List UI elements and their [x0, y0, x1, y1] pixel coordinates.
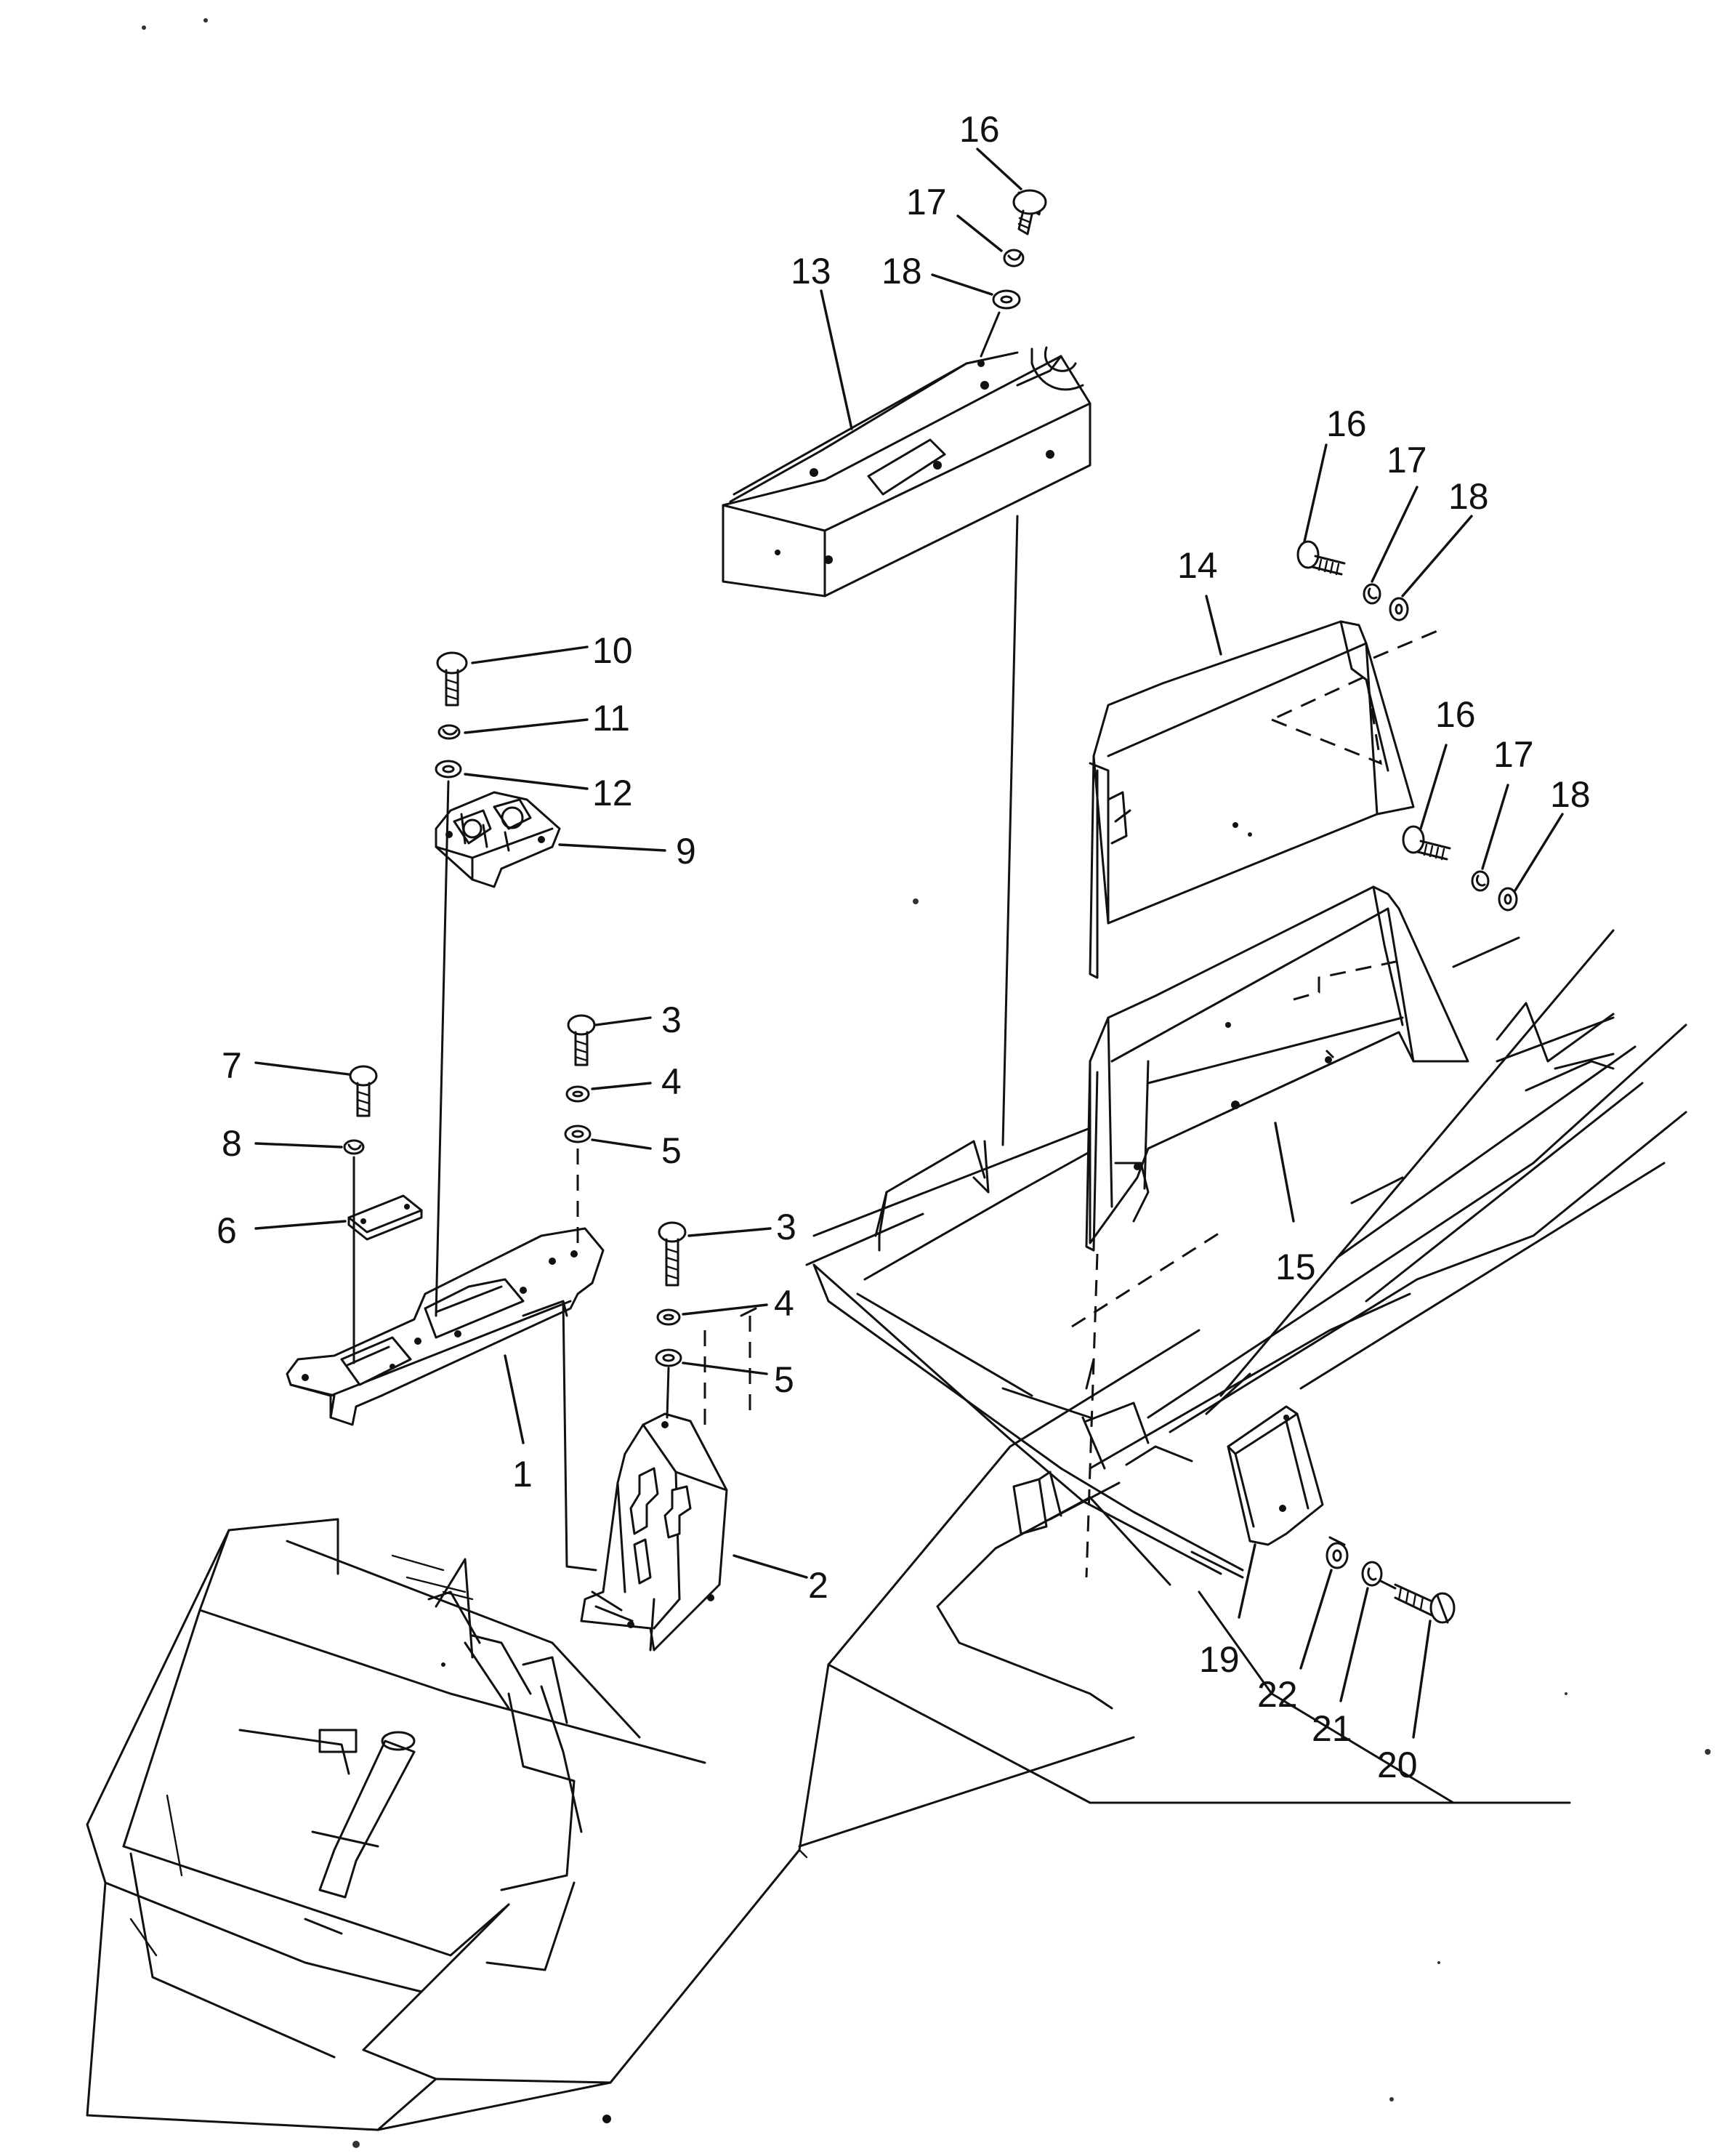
callout-labels: 1 2 3 3 4 4 5 5 6 7 8 9 10 11 12 13 14 1… — [217, 109, 1591, 1785]
callout-20: 20 — [1377, 1745, 1418, 1785]
callout-9: 9 — [676, 831, 696, 872]
callout-22: 22 — [1257, 1674, 1298, 1715]
washer-11 — [437, 724, 461, 740]
callout-12: 12 — [592, 773, 633, 813]
part-1-plate — [286, 1227, 605, 1572]
callout-13: 13 — [791, 251, 831, 291]
callout-5b: 5 — [774, 1359, 794, 1400]
bolt-20 — [1394, 1583, 1456, 1624]
callout-3b: 3 — [776, 1207, 796, 1247]
bolt-7 — [349, 1065, 378, 1117]
washer-17-top — [1003, 249, 1025, 268]
callout-18a: 18 — [881, 251, 922, 291]
callout-1: 1 — [512, 1454, 533, 1495]
washer-21 — [1361, 1561, 1383, 1587]
washer-18-upper-right — [1389, 597, 1409, 622]
bolt-16-top — [1012, 189, 1047, 236]
fasteners — [343, 189, 1518, 1624]
washer-4-upper — [565, 1085, 590, 1103]
part-9-clamp — [435, 791, 561, 888]
washer-22 — [1325, 1542, 1349, 1569]
callout-16a: 16 — [959, 109, 1000, 150]
part-15-side-cover — [1085, 885, 1520, 1252]
washer-5-lower — [655, 1348, 682, 1367]
bolt-3-upper — [567, 1014, 596, 1066]
callout-16c: 16 — [1435, 694, 1476, 735]
main-deck-frame — [798, 929, 1687, 1859]
callout-5a: 5 — [661, 1130, 682, 1171]
callout-11: 11 — [592, 698, 630, 739]
callout-17c: 17 — [1493, 734, 1534, 775]
callout-18b: 18 — [1448, 476, 1489, 517]
callout-17a: 17 — [906, 182, 947, 222]
part-19-bracket — [1227, 1405, 1324, 1546]
callout-19: 19 — [1199, 1639, 1240, 1680]
base-frame — [86, 1518, 830, 2131]
callout-3a: 3 — [661, 999, 682, 1040]
bolt-3-lower — [658, 1221, 687, 1287]
assembly-lines — [352, 311, 1397, 1590]
part-13-top-cover — [722, 346, 1091, 1146]
bolt-10 — [436, 651, 468, 707]
callout-18c: 18 — [1550, 774, 1591, 815]
washer-5-upper — [564, 1125, 592, 1143]
washer-17-lower-right — [1471, 870, 1490, 892]
part-2-bracket — [580, 1412, 728, 1652]
washer-8 — [343, 1139, 365, 1155]
washer-4-lower — [656, 1308, 681, 1326]
callout-21: 21 — [1312, 1708, 1352, 1749]
callout-7: 7 — [222, 1045, 242, 1086]
bolt-16-upper-right — [1296, 540, 1346, 576]
callout-4a: 4 — [661, 1061, 682, 1102]
part-14-side-cover — [1089, 620, 1443, 979]
callout-4b: 4 — [774, 1283, 794, 1324]
scan-specks — [142, 18, 1711, 2148]
callout-17b: 17 — [1387, 440, 1427, 480]
callout-2: 2 — [808, 1565, 828, 1606]
callout-16b: 16 — [1326, 403, 1367, 444]
washer-12 — [435, 760, 462, 779]
bolt-16-lower-right — [1402, 825, 1451, 861]
callout-8: 8 — [222, 1123, 242, 1164]
callout-6: 6 — [217, 1210, 237, 1251]
part-6-plate — [347, 1194, 423, 1241]
washer-18-top — [992, 289, 1021, 310]
callout-15: 15 — [1275, 1247, 1316, 1287]
leader-lines — [254, 148, 1564, 1739]
washer-17-upper-right — [1363, 583, 1381, 605]
callout-10: 10 — [592, 630, 633, 671]
callout-14: 14 — [1177, 545, 1218, 586]
washer-18-lower-right — [1498, 887, 1518, 912]
